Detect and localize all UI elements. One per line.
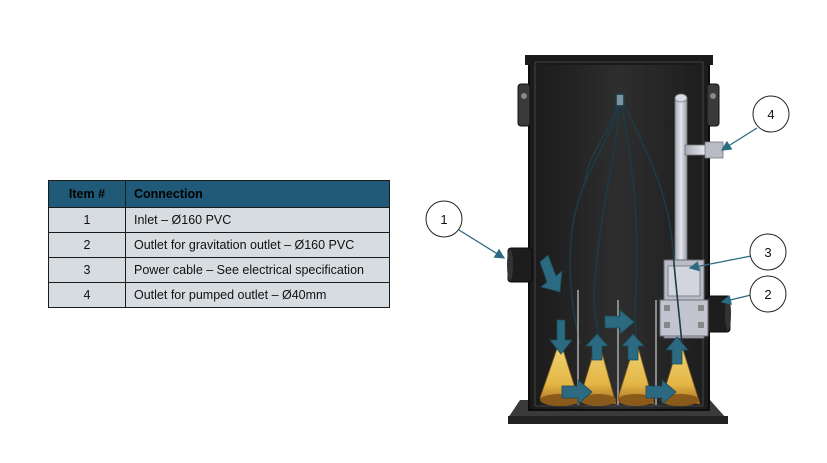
item-number-cell: 2 — [48, 232, 126, 258]
connection-cell: Inlet – Ø160 PVC — [125, 207, 390, 233]
flow-arrow — [585, 333, 609, 361]
lifting-lug-right — [706, 83, 720, 127]
table-row: 1 Inlet – Ø160 PVC — [48, 207, 390, 233]
flow-arrow — [604, 309, 635, 335]
table-header-row: Item # Connection — [48, 180, 390, 208]
item-number-cell: 3 — [48, 257, 126, 283]
gravity-outlet-pipe — [705, 295, 731, 333]
table-row: 4 Outlet for pumped outlet – Ø40mm — [48, 282, 390, 308]
callout-2: 2 — [720, 275, 787, 313]
callout-1: 1 — [425, 200, 506, 259]
flow-arrow — [549, 319, 573, 355]
callout-1-label: 1 — [440, 212, 447, 227]
connection-table: Item # Connection 1 Inlet – Ø160 PVC 2 O… — [48, 180, 390, 308]
flow-arrows — [539, 254, 689, 405]
flow-arrow — [645, 379, 677, 405]
filter-bag — [579, 336, 617, 406]
pump-unit — [659, 259, 709, 339]
float-switch-cables — [569, 93, 683, 346]
callout-4-label: 4 — [767, 107, 774, 122]
callout-3: 3 — [688, 233, 787, 272]
callout-3-label: 3 — [764, 245, 771, 260]
connection-cell: Power cable – See electrical specificati… — [125, 257, 390, 283]
item-number-cell: 4 — [48, 282, 126, 308]
flow-arrow — [621, 333, 645, 361]
table-row: 3 Power cable – See electrical specifica… — [48, 257, 390, 283]
connection-cell: Outlet for pumped outlet – Ø40mm — [125, 282, 390, 308]
flow-arrow — [539, 254, 563, 293]
connection-cell: Outlet for gravitation outlet – Ø160 PVC — [125, 232, 390, 258]
lifting-lug-left — [517, 83, 531, 127]
table-row: 2 Outlet for gravitation outlet – Ø160 P… — [48, 232, 390, 258]
flow-arrow — [665, 336, 689, 365]
callout-4: 4 — [720, 95, 790, 151]
inlet-pipe — [507, 247, 533, 283]
header-item-number: Item # — [48, 180, 126, 208]
callout-2-label: 2 — [764, 287, 771, 302]
filter-bag — [617, 338, 655, 406]
flow-arrow — [561, 379, 593, 405]
